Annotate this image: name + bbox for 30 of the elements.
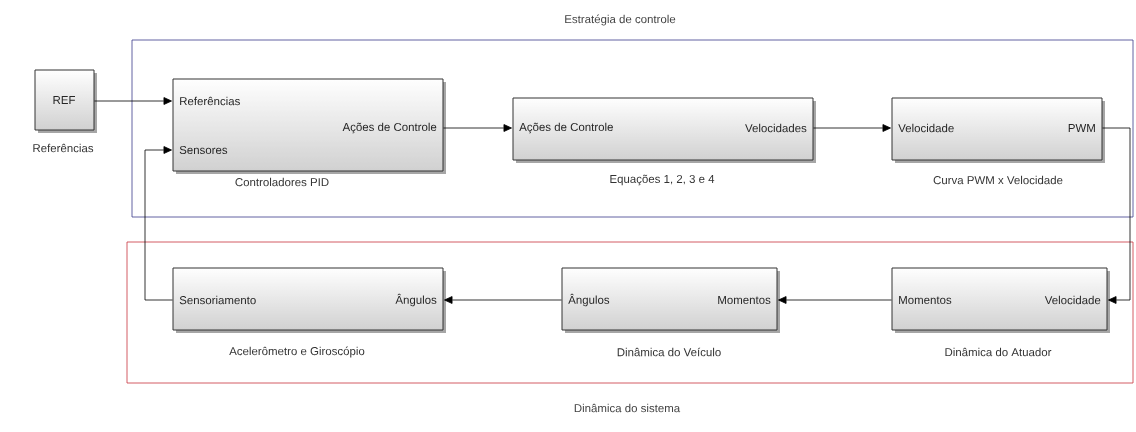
port-label: Ângulos xyxy=(395,293,437,307)
port-label: PWM xyxy=(1068,124,1095,132)
port-label: Ângulos xyxy=(568,293,610,307)
port-label: Momentos xyxy=(899,296,952,304)
arrow xyxy=(144,146,173,301)
arrow xyxy=(444,296,562,304)
port-label: Momentos xyxy=(718,296,771,304)
block-caption: Curva PWM x Velocidade xyxy=(933,175,1063,185)
port-label: Referências xyxy=(180,96,240,106)
arrow xyxy=(778,296,892,304)
arrow xyxy=(443,124,512,132)
group-title: Estratégia de controle xyxy=(565,14,676,26)
arrow xyxy=(1102,127,1131,304)
port-label: REF xyxy=(53,96,75,104)
port-label: Velocidade xyxy=(1044,295,1101,305)
port-label: Ações de Controle xyxy=(342,122,437,134)
port-label: Velocidade xyxy=(898,123,954,133)
arrow xyxy=(94,97,172,105)
block-caption: Dinâmica do Veículo xyxy=(617,347,721,357)
port-label: Sensores xyxy=(179,145,228,155)
block-caption: Acelerômetro e Giroscópio xyxy=(229,346,365,358)
port-label: Velocidades xyxy=(745,123,807,133)
block-caption: Controladores PID xyxy=(235,177,329,187)
port-label: Ações de Controle xyxy=(519,122,613,134)
group-title: Dinâmica do sistema xyxy=(574,403,681,413)
arrow xyxy=(813,124,891,132)
block-caption: Referências xyxy=(33,143,94,153)
block-caption: Dinâmica do Atuador xyxy=(945,347,1052,357)
port-label: Sensoriamento xyxy=(179,295,256,305)
block-caption: Equações 1, 2, 3 e 4 xyxy=(610,174,715,186)
